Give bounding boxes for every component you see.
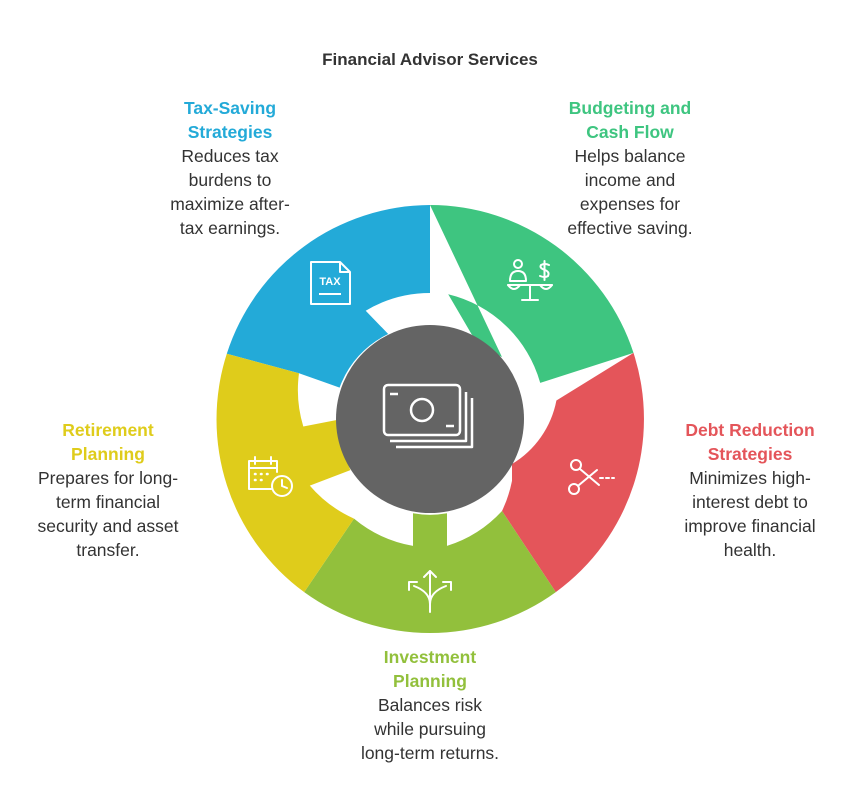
debt-desc-line-2: interest debt to: [692, 492, 808, 512]
segment-tax: [226, 205, 430, 388]
investment-desc-line-3: long-term returns.: [360, 743, 500, 763]
debt-desc-line-4: health.: [723, 540, 777, 560]
segment-budget: [430, 205, 634, 383]
budget-desc-line-1: Helps balance: [574, 146, 686, 166]
debt-heading-line-1: Debt Reduction: [685, 420, 815, 440]
label-debt: Debt Reduction Strategies Minimizes high…: [652, 418, 848, 562]
budget-heading-line-1: Budgeting and: [568, 98, 692, 118]
retirement-heading-line-2: Planning: [71, 444, 145, 464]
tax-heading-line-1: Tax-Saving: [183, 98, 277, 118]
tax-description: Reduces tax burdens to maximize after- t…: [130, 144, 330, 240]
budget-description: Helps balance income and expenses for ef…: [530, 144, 730, 240]
tax-desc-line-2: burdens to: [188, 170, 272, 190]
budget-desc-line-4: effective saving.: [567, 218, 693, 238]
label-budget: Budgeting and Cash Flow Helps balance in…: [530, 96, 730, 240]
segment-retirement: [216, 353, 354, 593]
retirement-heading-line-1: Retirement: [62, 420, 154, 440]
segment-debt: [502, 352, 644, 593]
retirement-desc-line-3: security and asset: [37, 516, 179, 536]
retirement-desc-line-2: term financial: [55, 492, 161, 512]
balance-scale-icon: [507, 259, 553, 301]
debt-desc-line-3: improve financial: [684, 516, 816, 536]
retirement-desc-line-4: transfer.: [76, 540, 140, 560]
debt-heading-line-2: Strategies: [707, 444, 793, 464]
investment-heading-line-1: Investment: [383, 647, 477, 667]
investment-description: Balances risk while pursuing long-term r…: [320, 693, 540, 765]
tax-desc-line-4: tax earnings.: [179, 218, 281, 238]
tax-document-icon: [310, 261, 351, 305]
investment-desc-line-2: while pursuing: [374, 719, 486, 739]
label-investment: Investment Planning Balances risk while …: [320, 645, 540, 765]
debt-description: Minimizes high- interest debt to improve…: [652, 466, 848, 562]
diverging-arrows-icon: [408, 570, 452, 613]
debt-heading: Debt Reduction Strategies: [652, 418, 848, 466]
tax-desc-line-1: Reduces tax: [181, 146, 279, 166]
scissors-icon: [568, 459, 615, 495]
diagram-title: Financial Advisor Services: [322, 50, 538, 69]
tax-heading: Tax-Saving Strategies: [130, 96, 330, 144]
label-retirement: Retirement Planning Prepares for long- t…: [10, 418, 206, 562]
label-tax: Tax-Saving Strategies Reduces tax burden…: [130, 96, 330, 240]
tax-heading-line-2: Strategies: [187, 122, 273, 142]
tax-icon-label: TAX: [319, 276, 341, 288]
calendar-clock-icon: [248, 456, 293, 497]
budget-heading: Budgeting and Cash Flow: [530, 96, 730, 144]
retirement-desc-line-1: Prepares for long-: [37, 468, 179, 488]
budget-desc-line-3: expenses for: [579, 194, 681, 214]
retirement-heading: Retirement Planning: [10, 418, 206, 466]
money-stack-icon: [382, 383, 474, 449]
retirement-description: Prepares for long- term financial securi…: [10, 466, 206, 562]
investment-heading: Investment Planning: [320, 645, 540, 693]
investment-heading-line-2: Planning: [393, 671, 467, 691]
investment-desc-line-1: Balances risk: [377, 695, 483, 715]
debt-desc-line-1: Minimizes high-: [689, 468, 811, 488]
tax-desc-line-3: maximize after-: [170, 194, 290, 214]
budget-desc-line-2: income and: [584, 170, 676, 190]
budget-heading-line-2: Cash Flow: [586, 122, 674, 142]
